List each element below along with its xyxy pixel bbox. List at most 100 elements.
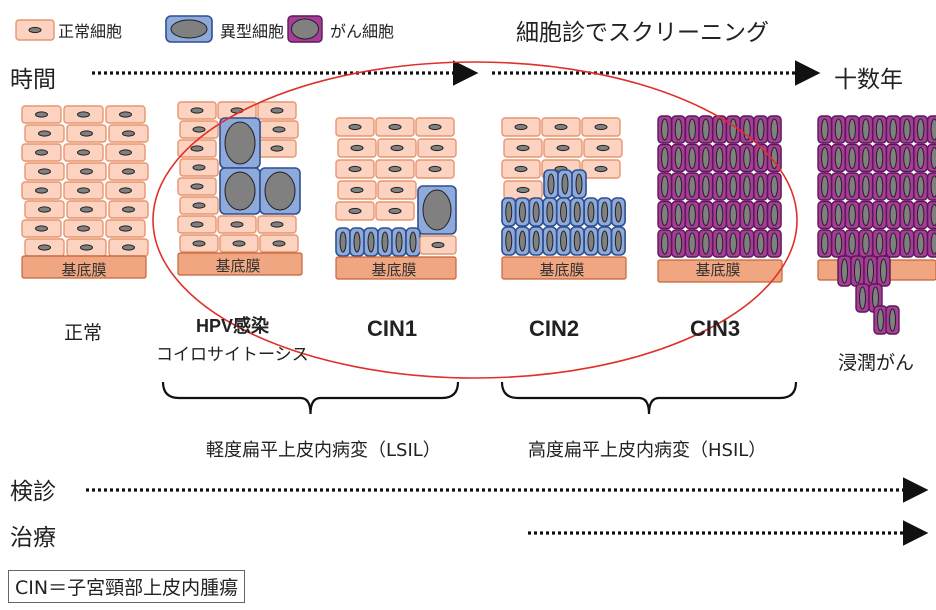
atypical-cell-nucleus [224, 171, 256, 211]
cancer-cell-nucleus [756, 118, 765, 141]
atypical-cell [501, 197, 517, 227]
cancer-cell-nucleus [729, 118, 737, 141]
normal-cell-nucleus [348, 123, 362, 131]
normal-cell [63, 143, 104, 162]
atypical-cell-nucleus [547, 173, 555, 195]
cancer-cell [899, 229, 915, 258]
normal-cell [257, 101, 297, 120]
cancer-cell [858, 172, 874, 201]
cancer-cell [725, 143, 741, 173]
cancer-cell [725, 172, 741, 201]
normal-cell [415, 117, 455, 137]
cancer-cell [657, 229, 673, 258]
normal-cell [179, 196, 219, 215]
cancer-cell-nucleus [916, 232, 925, 255]
cancer-cell [844, 229, 860, 258]
cancer-cell [858, 115, 874, 144]
normal-cell [15, 19, 55, 41]
treatment-label: 治療 [10, 525, 56, 551]
cancer-cell [868, 283, 883, 313]
atypical-cell-nucleus [575, 173, 583, 195]
normal-cell-nucleus [272, 126, 286, 133]
cancer-cell-nucleus [661, 232, 669, 255]
cancer-cell-nucleus [702, 147, 710, 169]
cancer-cell-nucleus [916, 204, 925, 226]
cancer-cell [831, 115, 846, 144]
cancer-cell [725, 200, 741, 230]
cancer-cell [698, 143, 714, 173]
atypical-cell [555, 197, 572, 227]
cancer-cell-nucleus [688, 118, 696, 141]
cancer-cell-nucleus [743, 204, 751, 226]
cancer-cell-nucleus [889, 204, 897, 226]
normal-cell-nucleus [35, 111, 48, 118]
normal-cell [503, 138, 543, 158]
normal-cell [581, 117, 621, 137]
normal-cell-nucleus [192, 126, 206, 133]
cancer-cell-nucleus [903, 147, 911, 169]
cancer-cell-nucleus [930, 147, 936, 169]
cancer-cell-nucleus [729, 204, 737, 226]
normal-cell-nucleus [192, 164, 206, 171]
normal-cell-nucleus [38, 206, 51, 213]
cancer-cell [671, 115, 686, 144]
atypical-cell [543, 169, 559, 199]
normal-cell-nucleus [80, 130, 93, 137]
cancer-cell-nucleus [848, 118, 856, 141]
cancer-cell-nucleus [916, 147, 925, 169]
cancer-cell-nucleus [875, 232, 884, 255]
normal-cell [177, 177, 217, 196]
normal-cell-nucleus [80, 206, 93, 213]
normal-cell [217, 101, 257, 120]
normal-cell-nucleus [192, 240, 206, 247]
normal-cell-nucleus [119, 149, 132, 156]
cancer-cell [739, 200, 755, 230]
normal-cell [337, 138, 377, 158]
cancer-cell [885, 200, 901, 230]
cancer-cell-nucleus [889, 232, 897, 255]
cancer-cell-nucleus [848, 147, 856, 169]
normal-cell [105, 181, 146, 200]
normal-cell [105, 143, 146, 162]
normal-cell [24, 238, 65, 257]
normal-cell-nucleus [270, 221, 284, 228]
cancer-cell [872, 143, 887, 173]
cancer-cell [739, 229, 755, 258]
cancer-cell-nucleus [688, 175, 696, 198]
group-label-hsil: 高度扁平上皮内病変（HSIL） [528, 440, 767, 461]
cancer-cell [899, 172, 915, 201]
lsil-brace [161, 381, 460, 415]
cancer-cell [817, 172, 833, 201]
atypical-cell [219, 117, 261, 169]
normal-cell-nucleus [192, 202, 206, 209]
normal-cell-nucleus [38, 130, 51, 137]
cancer-cell [885, 143, 901, 173]
basement-membrane-cin2 [501, 256, 627, 280]
atypical-cell [528, 226, 544, 256]
atypical-cell-nucleus [546, 230, 554, 252]
cancer-cell-nucleus [770, 204, 779, 226]
cancer-cell [698, 200, 714, 230]
atypical-cell [569, 226, 585, 256]
cancer-cell-nucleus [756, 232, 765, 255]
normal-cell [335, 117, 375, 137]
normal-cell [335, 159, 375, 179]
cancer-cell-nucleus [770, 232, 779, 255]
cancer-cell-nucleus [877, 308, 884, 332]
membrane-label-cin2: 基底膜 [539, 261, 585, 279]
normal-cell-nucleus [350, 186, 364, 194]
cancer-cell [753, 172, 769, 201]
basement-membrane-normal [21, 255, 147, 279]
atypical-cell-nucleus [560, 201, 568, 223]
cancer-cell [671, 200, 686, 230]
normal-cell-nucleus [554, 123, 568, 131]
normal-cell-nucleus [428, 123, 442, 131]
atypical-cell-nucleus [587, 230, 595, 252]
basement-membrane-cin3 [657, 259, 783, 283]
cancer-cell [873, 305, 888, 335]
cancer-cell-nucleus [702, 175, 710, 198]
normal-cell-nucleus [594, 165, 608, 173]
cancer-cell-nucleus [880, 258, 887, 284]
cancer-cell-nucleus [862, 175, 870, 198]
atypical-cell-nucleus [601, 201, 609, 223]
